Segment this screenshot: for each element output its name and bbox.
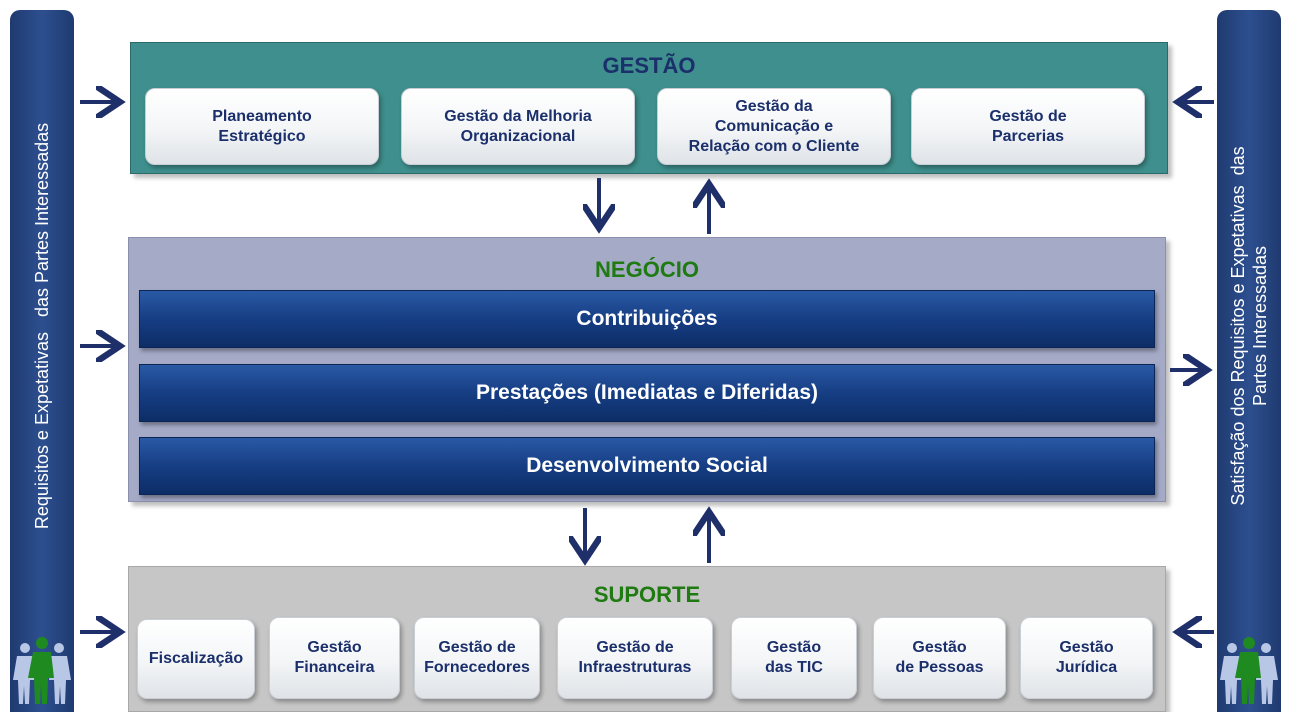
bar-contribuicoes: Contribuições — [139, 290, 1155, 348]
card-gestao-infraestruturas: Gestão de Infraestruturas — [557, 617, 713, 699]
card-gestao-fornecedores: Gestão de Fornecedores — [414, 617, 540, 699]
card-fiscalizacao: Fiscalização — [137, 619, 255, 699]
people-icon — [13, 637, 71, 704]
left-sidebar: Requisitos e Expetativas das Partes Inte… — [10, 10, 74, 712]
suporte-section: SUPORTE Fiscalização Gestão Financeira G… — [128, 566, 1166, 712]
card-planeamento-estrategico: Planeamento Estratégico — [145, 88, 379, 165]
people-icon — [1220, 637, 1278, 704]
gestao-title: GESTÃO — [602, 53, 696, 78]
card-gestao-tic: Gestão das TIC — [731, 617, 857, 699]
gestao-section: GESTÃO Planeamento Estratégico Gestão da… — [130, 42, 1168, 174]
bar-prestacoes: Prestações (Imediatas e Diferidas) — [139, 364, 1155, 422]
card-gestao-financeira: Gestão Financeira — [269, 617, 400, 699]
card-gestao-juridica: Gestão Jurídica — [1020, 617, 1153, 699]
card-gestao-pessoas: Gestão de Pessoas — [873, 617, 1006, 699]
card-gestao-parcerias: Gestão de Parcerias — [911, 88, 1145, 165]
card-gestao-melhoria: Gestão da Melhoria Organizacional — [401, 88, 635, 165]
card-gestao-comunicacao: Gestão da Comunicação e Relação com o Cl… — [657, 88, 891, 165]
right-sidebar: Satisfação dos Requisitos e Expetativas … — [1217, 10, 1281, 712]
bar-desenvolvimento-social: Desenvolvimento Social — [139, 437, 1155, 495]
negocio-title: NEGÓCIO — [595, 257, 699, 282]
negocio-section: NEGÓCIO Contribuições Prestações (Imedia… — [128, 237, 1166, 502]
suporte-title: SUPORTE — [593, 582, 701, 607]
